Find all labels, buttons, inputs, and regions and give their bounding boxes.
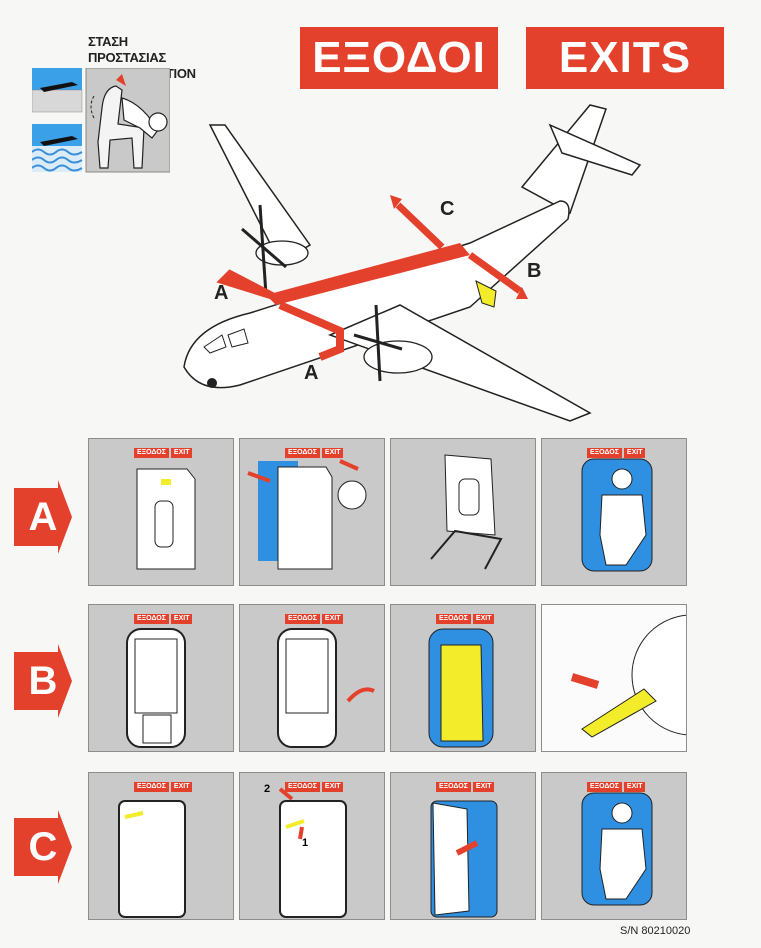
exit-route-path	[266, 243, 470, 305]
map-label-a-front: A	[214, 282, 229, 304]
brace-title-greek: ΣΤΑΣΗ ΠΡΟΣΤΑΣΙΑΣ	[88, 34, 166, 65]
engine-far	[241, 204, 309, 296]
row-b-label: B	[14, 644, 72, 718]
row-b-step-4	[541, 604, 687, 752]
map-label-c: C	[440, 198, 455, 220]
land-landing-icon	[32, 68, 83, 113]
brace-position-illustration	[32, 68, 170, 173]
row-a-step-3	[390, 438, 536, 586]
water-landing-icon	[32, 124, 83, 172]
exits-banner-greek: ΕΞΟΔΟΙ	[300, 27, 498, 89]
brace-figure-icon	[85, 68, 170, 173]
exits-banner-english: EXITS	[526, 27, 724, 89]
step-number-2: 2	[264, 783, 271, 795]
row-c-letter: C	[28, 825, 58, 869]
row-b-letter: B	[28, 659, 58, 703]
engine-near	[353, 304, 433, 382]
aircraft-horizontal-stabilizer	[548, 123, 642, 176]
map-label-b: B	[527, 260, 542, 282]
row-a-letter: A	[28, 495, 58, 539]
row-a-label: A	[14, 480, 72, 554]
serial-number: S/N 80210020	[620, 925, 691, 937]
aircraft-exit-map	[183, 104, 642, 422]
row-c-label: C	[14, 810, 72, 884]
aircraft-far-wing	[208, 124, 312, 265]
door-b-slide	[475, 280, 497, 308]
map-label-a-rear: A	[304, 362, 319, 384]
step-number-1: 1	[302, 837, 309, 849]
